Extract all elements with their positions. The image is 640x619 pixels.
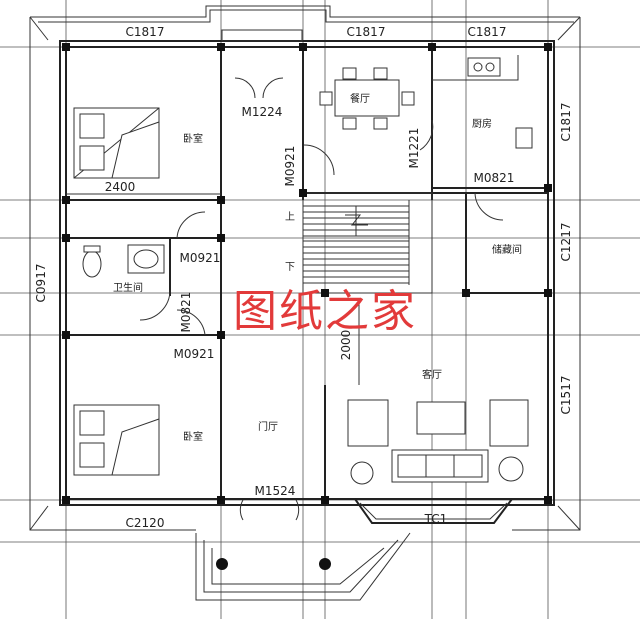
door-label-m0821-bath: M0821: [179, 292, 193, 333]
entry-terrace: [195, 532, 411, 601]
kitchen-counter: [432, 55, 533, 149]
living-furniture: [347, 399, 529, 485]
bay-window: [354, 498, 513, 524]
room-label-storage: 储藏间: [492, 243, 522, 256]
room-label-dining: 餐厅: [350, 92, 370, 105]
room-label-bedroom-top: 卧室: [183, 132, 203, 145]
window-label-top-mid: C1817: [347, 25, 386, 39]
window-label-right-kitchen: C1817: [559, 103, 573, 142]
roof-outline: [29, 5, 581, 531]
bed-top: [73, 107, 160, 179]
interior-walls: [66, 47, 548, 499]
bed-bottom: [73, 404, 160, 476]
bathroom-fixtures: [82, 244, 165, 278]
window-label-bottom-bedroom: C2120: [126, 516, 165, 530]
window-label-left-bath: C0917: [34, 264, 48, 303]
room-label-kitchen: 厨房: [472, 117, 492, 130]
door-label-m0921-a: M0921: [283, 146, 297, 187]
door-label-m1524: M1524: [255, 484, 296, 498]
staircase: [302, 192, 433, 294]
dimension-stair-depth: 2000: [339, 330, 353, 361]
door-label-m0821-top: M0821: [474, 171, 515, 185]
room-label-living: 客厅: [422, 368, 442, 381]
structural-columns: [62, 43, 552, 570]
watermark: 图纸之家: [233, 286, 417, 337]
window-label-top-left: C1817: [126, 25, 165, 39]
door-label-m1221: M1221: [407, 128, 421, 169]
window-label-bay: TC1: [424, 512, 448, 526]
dimension-lines: [66, 193, 360, 385]
room-label-foyer: 门厅: [258, 420, 278, 433]
dining-table: [319, 67, 415, 130]
room-label-bedroom-bottom: 卧室: [183, 430, 203, 443]
dimension-bed-width: 2400: [105, 180, 136, 194]
door-label-m1224: M1224: [242, 105, 283, 119]
stair-down-label: 下: [285, 262, 295, 273]
window-label-top-right: C1817: [468, 25, 507, 39]
door-label-m0921-b: M0921: [180, 251, 221, 265]
room-label-bathroom: 卫生间: [113, 281, 143, 294]
window-label-right-living: C1517: [559, 376, 573, 415]
doors: [139, 77, 504, 521]
window-label-right-storage: C1217: [559, 223, 573, 262]
door-label-m0921-c: M0921: [174, 347, 215, 361]
stair-up-label: 上: [285, 211, 295, 223]
